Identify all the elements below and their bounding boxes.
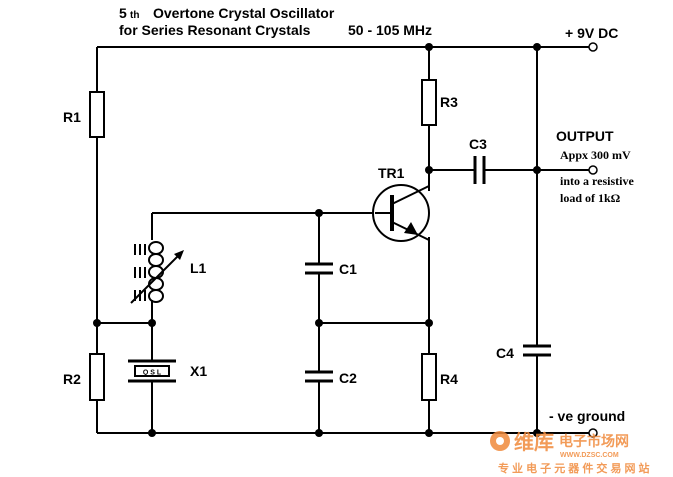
label-r3: R3 — [440, 94, 458, 110]
capacitor-c4 — [523, 344, 551, 357]
label-r1: R1 — [63, 109, 81, 125]
supply-terminal — [588, 42, 598, 52]
output-terminal — [588, 165, 598, 175]
supply-label: + 9V DC — [565, 25, 618, 41]
resistor-r2 — [89, 353, 105, 401]
label-l1: L1 — [190, 260, 207, 276]
crystal-body-label: Q S L — [143, 370, 162, 377]
output-note-line2: load of 1kΩ — [560, 191, 621, 205]
inductor-l1 — [130, 241, 184, 304]
ground-terminal — [588, 428, 598, 438]
label-tr1: TR1 — [378, 165, 405, 181]
label-x1: X1 — [190, 363, 207, 379]
label-c2: C2 — [339, 370, 357, 386]
watermark-slogan: 专 业 电 子 元 器 件 交 易 网 站 — [498, 461, 650, 475]
capacitor-c3 — [473, 156, 486, 184]
wiring — [96, 46, 590, 434]
resistor-r4 — [421, 353, 437, 401]
junctions — [93, 43, 541, 437]
tuning-arrow-icon — [130, 252, 182, 304]
label-r2: R2 — [63, 371, 81, 387]
title-line2: for Series Resonant Crystals — [119, 22, 311, 38]
output-label: OUTPUT — [556, 128, 614, 144]
capacitor-c1 — [305, 262, 333, 275]
transistor-tr1 — [372, 184, 430, 242]
watermark-brand: 维库 — [514, 430, 554, 454]
ground-label: - ve ground — [549, 408, 625, 424]
label-r4: R4 — [440, 371, 458, 387]
resistor-r1 — [89, 91, 105, 138]
title-sup: th — [130, 10, 139, 21]
watermark-site: 电子市场网 — [559, 433, 629, 449]
resistor-r3 — [421, 79, 437, 126]
watermark: 维库 电子市场网 WWW.DZSC.COM 专 业 电 子 元 器 件 交 易 … — [490, 430, 650, 475]
label-c1: C1 — [339, 261, 357, 277]
label-c4: C4 — [496, 345, 514, 361]
capacitor-c2 — [305, 370, 333, 383]
watermark-url: WWW.DZSC.COM — [560, 452, 619, 459]
label-c3: C3 — [469, 136, 487, 152]
output-note-line1: into a resistive — [560, 174, 634, 188]
title-prefix: 5 — [119, 5, 127, 21]
frequency-range: 50 - 105 MHz — [348, 22, 432, 38]
emitter-arrow-icon — [404, 222, 418, 235]
title-line1: Overtone Crystal Oscillator — [153, 5, 335, 21]
crystal-x1: Q S L — [128, 359, 176, 383]
output-level: Appx 300 mV — [560, 148, 631, 162]
